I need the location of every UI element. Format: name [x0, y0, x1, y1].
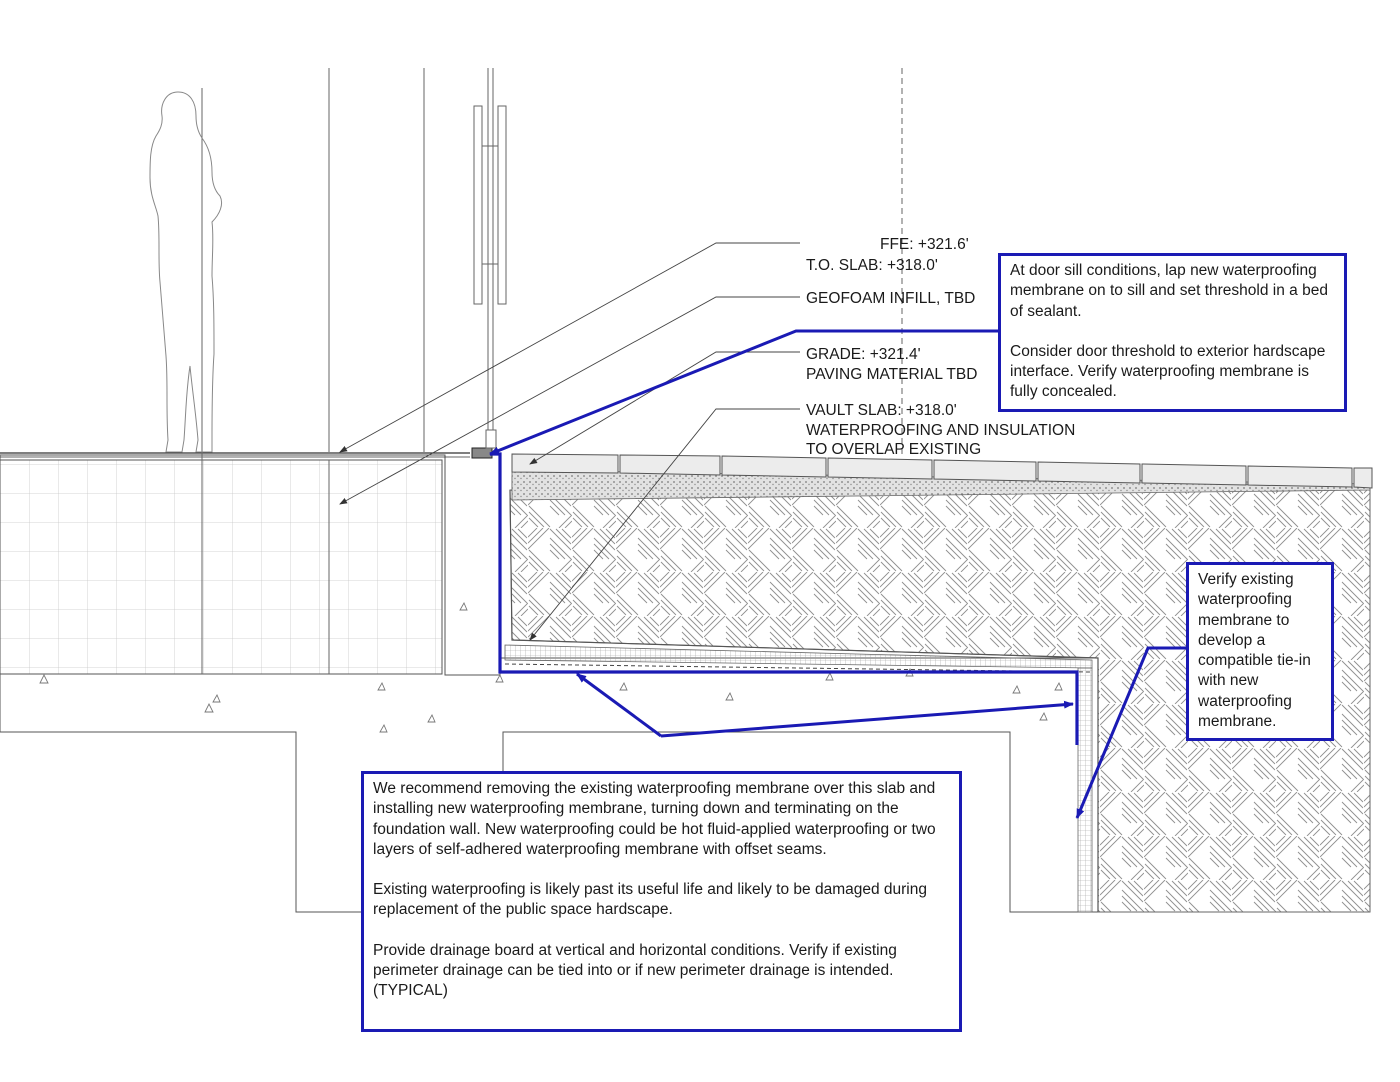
drainage-board-vertical: [1077, 667, 1093, 913]
storefront-linework: [201, 68, 507, 674]
recommend-note-p1: We recommend removing the existing water…: [373, 780, 936, 858]
human-figure: [149, 91, 223, 453]
recommend-note: We recommend removing the existing water…: [361, 771, 962, 1032]
soil-outline: [509, 489, 1099, 912]
verify-existing-note-p1: Verify existing waterproofing membrane t…: [1198, 571, 1311, 731]
blue-leaders: [489, 329, 1188, 819]
verify-existing-note: Verify existing waterproofing membrane t…: [1186, 562, 1334, 741]
black-leaders: [339, 242, 800, 641]
door-sill-note-p1: At door sill conditions, lap new waterpr…: [1010, 262, 1328, 320]
paving-label: PAVING MATERIAL TBD: [806, 366, 978, 383]
recommend-note-p2: Existing waterproofing is likely past it…: [373, 881, 927, 919]
door-sill-note: At door sill conditions, lap new waterpr…: [998, 253, 1347, 412]
door-sill-note-p2: Consider door threshold to exterior hard…: [1010, 342, 1326, 401]
door-threshold: [471, 447, 493, 459]
vault-slab-label: VAULT SLAB: +318.0': [806, 402, 957, 419]
geofoam-label: GEOFOAM INFILL, TBD: [806, 290, 976, 307]
wp-insulation-label-1: WATERPROOFING AND INSULATION: [806, 422, 1076, 439]
wp-insulation-label-2: TO OVERLAP EXISTING: [806, 441, 982, 458]
paving-units: [511, 453, 1373, 489]
ffe-label: FFE: +321.6': [880, 236, 969, 253]
geofoam-infill: [0, 459, 443, 675]
to-slab-label: T.O. SLAB: +318.0': [806, 257, 938, 274]
grade-label: GRADE: +321.4': [806, 346, 921, 363]
recommend-note-p3: Provide drainage board at vertical and h…: [373, 941, 897, 1000]
